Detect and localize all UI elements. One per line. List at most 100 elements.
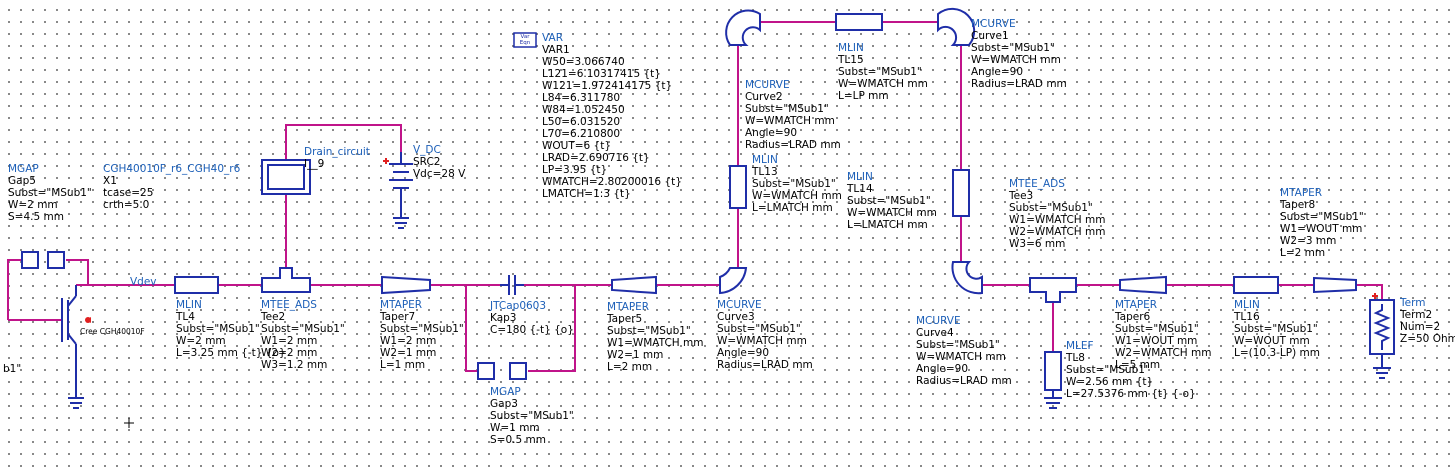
- tl13-line-3: W=WMATCH mm: [752, 190, 842, 202]
- curve2-symbol[interactable]: [725, 9, 761, 46]
- tee3-line-2: Subst="MSub1": [1009, 202, 1093, 214]
- curve3-line-1: Curve3: [717, 311, 755, 323]
- tee2-symbol[interactable]: [261, 267, 311, 293]
- var-line-2: W50=3.066740: [542, 56, 625, 68]
- taper6-line-4: W2=WMATCH mm: [1115, 347, 1212, 359]
- var-line-7: L50=6.031520: [542, 116, 621, 128]
- taper6-line-5: L=5 mm: [1115, 359, 1161, 371]
- kap3-line-1: Kap3: [490, 312, 517, 324]
- tl16-symbol[interactable]: [1233, 276, 1279, 294]
- tee3-line-3: W1=WMATCH mm: [1009, 214, 1106, 226]
- taper8-line-2: Subst="MSub1": [1280, 211, 1364, 223]
- tl13-line-1: TL13: [752, 166, 778, 178]
- tee2-line-0: MTEE_ADS: [261, 299, 317, 311]
- taper5-line-0: MTAPER: [607, 301, 650, 313]
- taper8-line-1: Taper8: [1280, 199, 1316, 211]
- var_icon-line-0: Var: [520, 34, 530, 40]
- tee2-line-5: W3=1.2 mm: [261, 359, 328, 371]
- kap3-symbol[interactable]: [500, 275, 524, 295]
- taper7-symbol[interactable]: [381, 275, 431, 295]
- taper7-line-3: W1=2 mm: [380, 335, 437, 347]
- transistor-x1-symbol[interactable]: [61, 285, 91, 398]
- tl14-line-2: Subst="MSub1": [847, 195, 931, 207]
- tl13-line-4: L=LMATCH mm: [752, 202, 833, 214]
- taper5-line-3: W1=WMATCH mm: [607, 337, 704, 349]
- curve3-symbol[interactable]: [719, 267, 748, 295]
- tee3-symbol[interactable]: [1029, 277, 1077, 303]
- tl8-symbol[interactable]: [1044, 351, 1062, 391]
- var-line-8: L70=6.210800: [542, 128, 621, 140]
- ground-x1: [68, 397, 84, 409]
- term2-symbol[interactable]: [1369, 293, 1395, 368]
- var-line-11: LP=3.95 {t}: [542, 164, 608, 176]
- taper5-line-5: L=2 mm: [607, 361, 653, 373]
- taper5-line-2: Subst="MSub1": [607, 325, 691, 337]
- var-line-13: LMATCH=1:3 {t}: [542, 188, 631, 200]
- wires: [7, 21, 1383, 372]
- taper7-line-1: Taper7: [380, 311, 416, 323]
- gap3-line-0: MGAP: [490, 386, 521, 398]
- tl14-symbol[interactable]: [952, 169, 970, 217]
- vdc-line-0: V_DC: [413, 144, 441, 156]
- taper8-symbol[interactable]: [1313, 276, 1357, 294]
- tl15-symbol[interactable]: [835, 13, 883, 31]
- mgap5-line-2: Subst="MSub1": [8, 187, 92, 199]
- vdc-source-symbol[interactable]: [383, 152, 413, 218]
- curve4-line-2: Subst="MSub1": [916, 339, 1000, 351]
- curve1-line-1: Curve1: [971, 30, 1009, 42]
- var-line-5: L84=6.311780: [542, 92, 621, 104]
- taper7-line-4: W2=1 mm: [380, 347, 437, 359]
- var-eqn-icon[interactable]: [513, 32, 537, 48]
- var-line-4: W121=1.972414175 {t}: [542, 80, 673, 92]
- tl13-line-0: MLIN: [752, 154, 778, 166]
- curve4-symbol[interactable]: [951, 261, 983, 295]
- taper5-symbol[interactable]: [611, 275, 657, 295]
- curve1-symbol[interactable]: [937, 7, 976, 46]
- mgap5-line-1: Gap5: [8, 175, 36, 187]
- taper6-symbol[interactable]: [1119, 275, 1167, 295]
- gap3-symbol[interactable]: [477, 362, 527, 380]
- taper8-line-3: W1=WOUT mm: [1280, 223, 1363, 235]
- tl15-line-4: L=LP mm: [838, 90, 889, 102]
- tee2-line-3: W1=2 mm: [261, 335, 318, 347]
- crosshair-cursor-icon: [124, 418, 134, 428]
- curve2-line-1: Curve2: [745, 91, 783, 103]
- curve3-line-2: Subst="MSub1": [717, 323, 801, 335]
- b1-label: b1": [3, 363, 21, 375]
- tee3-line-4: W2=WMATCH mm: [1009, 226, 1106, 238]
- curve2-line-0: MCURVE: [745, 79, 790, 91]
- tl8-line-0: MLEF: [1066, 340, 1094, 352]
- taper8-line-4: W2=3 mm: [1280, 235, 1337, 247]
- tl13-line-2: Subst="MSub1": [752, 178, 836, 190]
- var-line-10: LRAD=2.690716 {t}: [542, 152, 650, 164]
- vdev-line-0: Vdev: [130, 276, 157, 288]
- tl4-line-1: TL4: [176, 311, 195, 323]
- tl8-line-4: L=27.5376 mm {t} {-o}: [1066, 388, 1196, 400]
- curve4-line-3: W=WMATCH mm: [916, 351, 1006, 363]
- kap3-line-2: C=180 {-t} {o}: [490, 324, 574, 336]
- tl13-symbol[interactable]: [729, 165, 747, 209]
- tl14-line-3: W=WMATCH mm: [847, 207, 937, 219]
- mgap5-line-4: S=4.5 mm: [8, 211, 64, 223]
- curve2-line-5: Radius=LRAD mm: [745, 139, 841, 151]
- gap5-symbol[interactable]: [21, 251, 65, 269]
- curve2-line-4: Angle=90: [745, 127, 798, 139]
- tee2-line-1: Tee2: [261, 311, 286, 323]
- curve4-line-5: Radius=LRAD mm: [916, 375, 1012, 387]
- var-line-1: VAR1: [542, 44, 570, 56]
- drain-circuit-symbol[interactable]: [261, 159, 311, 195]
- tee3-line-1: Tee3: [1009, 190, 1034, 202]
- curve4-line-0: MCURVE: [916, 315, 961, 327]
- taper8-line-5: L=2 mm: [1280, 247, 1326, 259]
- cree-label: Cree CGH40010F: [80, 326, 145, 338]
- tl4-symbol[interactable]: [174, 276, 219, 294]
